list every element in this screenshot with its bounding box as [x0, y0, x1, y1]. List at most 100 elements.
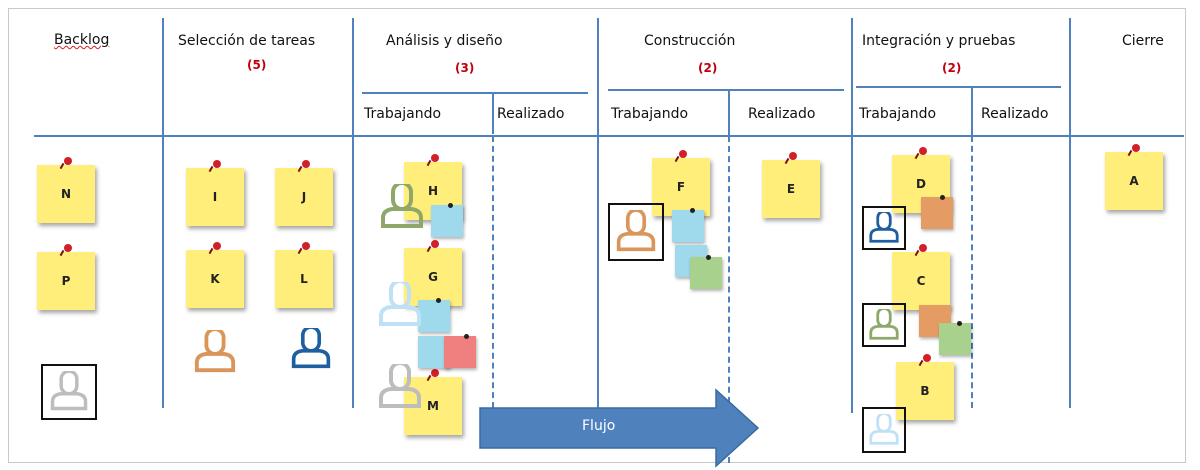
person-icon: [194, 330, 236, 373]
sticky-note-label: E: [786, 182, 796, 196]
sticky-note[interactable]: G: [404, 248, 462, 306]
subcolumn-dashed-divider: [971, 136, 973, 408]
column-title-integracion: Integración y pruebas: [862, 33, 1016, 49]
column-divider: [162, 18, 164, 408]
sticky-note-label: M: [427, 399, 439, 413]
column-title-construccion: Construcción: [644, 33, 736, 49]
column-title-backlog: Backlog: [54, 32, 110, 48]
sticky-note[interactable]: L: [275, 250, 333, 308]
wip-limit-analisis: (3): [455, 61, 475, 75]
wip-limit-construccion: (2): [698, 61, 718, 75]
subcolumn-dashed-divider: [492, 136, 494, 408]
sticky-note[interactable]: P: [37, 252, 95, 310]
column-divider: [851, 18, 853, 413]
subcolumn-done-integracion: Realizado: [981, 106, 1049, 122]
sticky-note-label: L: [300, 272, 308, 286]
avatar-frame: [608, 203, 664, 261]
task-card-blue[interactable]: [672, 210, 704, 242]
pin-icon: [706, 255, 711, 260]
pin-icon: [679, 150, 687, 158]
task-card-red[interactable]: [444, 336, 476, 368]
subcolumn-divider: [492, 92, 494, 134]
wip-limit-seleccion: (5): [247, 58, 267, 72]
sticky-note-label: J: [301, 190, 307, 204]
subcolumn-done-construccion: Realizado: [748, 106, 816, 122]
sticky-note[interactable]: I: [186, 168, 244, 226]
person-icon: [291, 328, 331, 369]
subcolumn-working-integracion: Trabajando: [859, 106, 937, 122]
sticky-note[interactable]: J: [275, 168, 333, 226]
sticky-note-label: F: [676, 180, 686, 194]
sticky-note-label: H: [427, 184, 439, 198]
column-divider: [597, 18, 599, 413]
sticky-note[interactable]: A: [1105, 152, 1163, 210]
person-icon: [50, 371, 88, 411]
subcolumn-dashed-divider: [728, 136, 730, 463]
pin-icon: [789, 152, 797, 160]
pin-icon: [302, 242, 310, 250]
sticky-note-label: D: [916, 177, 926, 191]
pin-icon: [213, 160, 221, 168]
sticky-note[interactable]: K: [186, 250, 244, 308]
avatar-frame: [862, 303, 906, 347]
person-icon: [616, 210, 656, 252]
flow-label: Flujo: [582, 418, 616, 434]
pin-icon: [431, 154, 439, 162]
avatar-frame: [862, 206, 906, 250]
sticky-note[interactable]: N: [37, 165, 95, 223]
task-card-blue[interactable]: [431, 205, 463, 237]
pin-icon: [690, 208, 695, 213]
sticky-note-label: P: [61, 274, 71, 288]
task-card-orange[interactable]: [921, 197, 953, 229]
subheader-line: [362, 92, 588, 94]
person-icon: [379, 364, 421, 408]
wip-limit-integracion: (2): [942, 61, 962, 75]
header-line: [34, 135, 1184, 137]
sticky-note-label: B: [920, 384, 930, 398]
sticky-note-label: N: [60, 187, 72, 201]
board-frame: [8, 8, 1186, 463]
pin-icon: [213, 242, 221, 250]
person-icon: [379, 282, 421, 326]
pin-icon: [64, 157, 72, 165]
task-card-blue[interactable]: [418, 300, 450, 332]
column-title-cierre: Cierre: [1122, 33, 1164, 49]
pin-icon: [448, 203, 453, 208]
column-divider: [1069, 18, 1071, 408]
subcolumn-working-construccion: Trabajando: [611, 106, 689, 122]
subheader-line: [608, 89, 844, 91]
task-card-green[interactable]: [939, 323, 971, 355]
sticky-note-label: I: [212, 190, 218, 204]
subcolumn-done-analisis: Realizado: [497, 106, 565, 122]
pin-icon: [923, 354, 931, 362]
person-icon: [869, 212, 899, 243]
pin-icon: [64, 244, 72, 252]
subcolumn-divider: [728, 89, 730, 135]
pin-icon: [1132, 144, 1140, 152]
sticky-note-label: C: [916, 274, 926, 288]
sticky-note[interactable]: E: [762, 160, 820, 218]
pin-icon: [431, 369, 439, 377]
sticky-note[interactable]: F: [652, 158, 710, 216]
sticky-note-label: G: [428, 270, 438, 284]
sticky-note-label: K: [210, 272, 220, 286]
pin-icon: [919, 244, 927, 252]
task-card-green[interactable]: [690, 257, 722, 289]
flow-arrow: [479, 388, 760, 468]
subcolumn-working-analisis: Trabajando: [364, 106, 442, 122]
pin-icon: [431, 240, 439, 248]
subheader-line: [856, 86, 1061, 88]
person-icon: [869, 309, 899, 340]
sticky-note[interactable]: C: [892, 252, 950, 310]
avatar-frame: [862, 407, 906, 453]
column-title-seleccion: Selección de tareas: [178, 33, 316, 49]
pin-icon: [957, 321, 962, 326]
pin-icon: [302, 160, 310, 168]
pin-icon: [940, 195, 945, 200]
pin-icon: [919, 147, 927, 155]
column-title-analisis: Análisis y diseño: [386, 33, 503, 49]
sticky-note-label: A: [1129, 174, 1139, 188]
pin-icon: [436, 298, 441, 303]
pin-icon: [464, 334, 469, 339]
